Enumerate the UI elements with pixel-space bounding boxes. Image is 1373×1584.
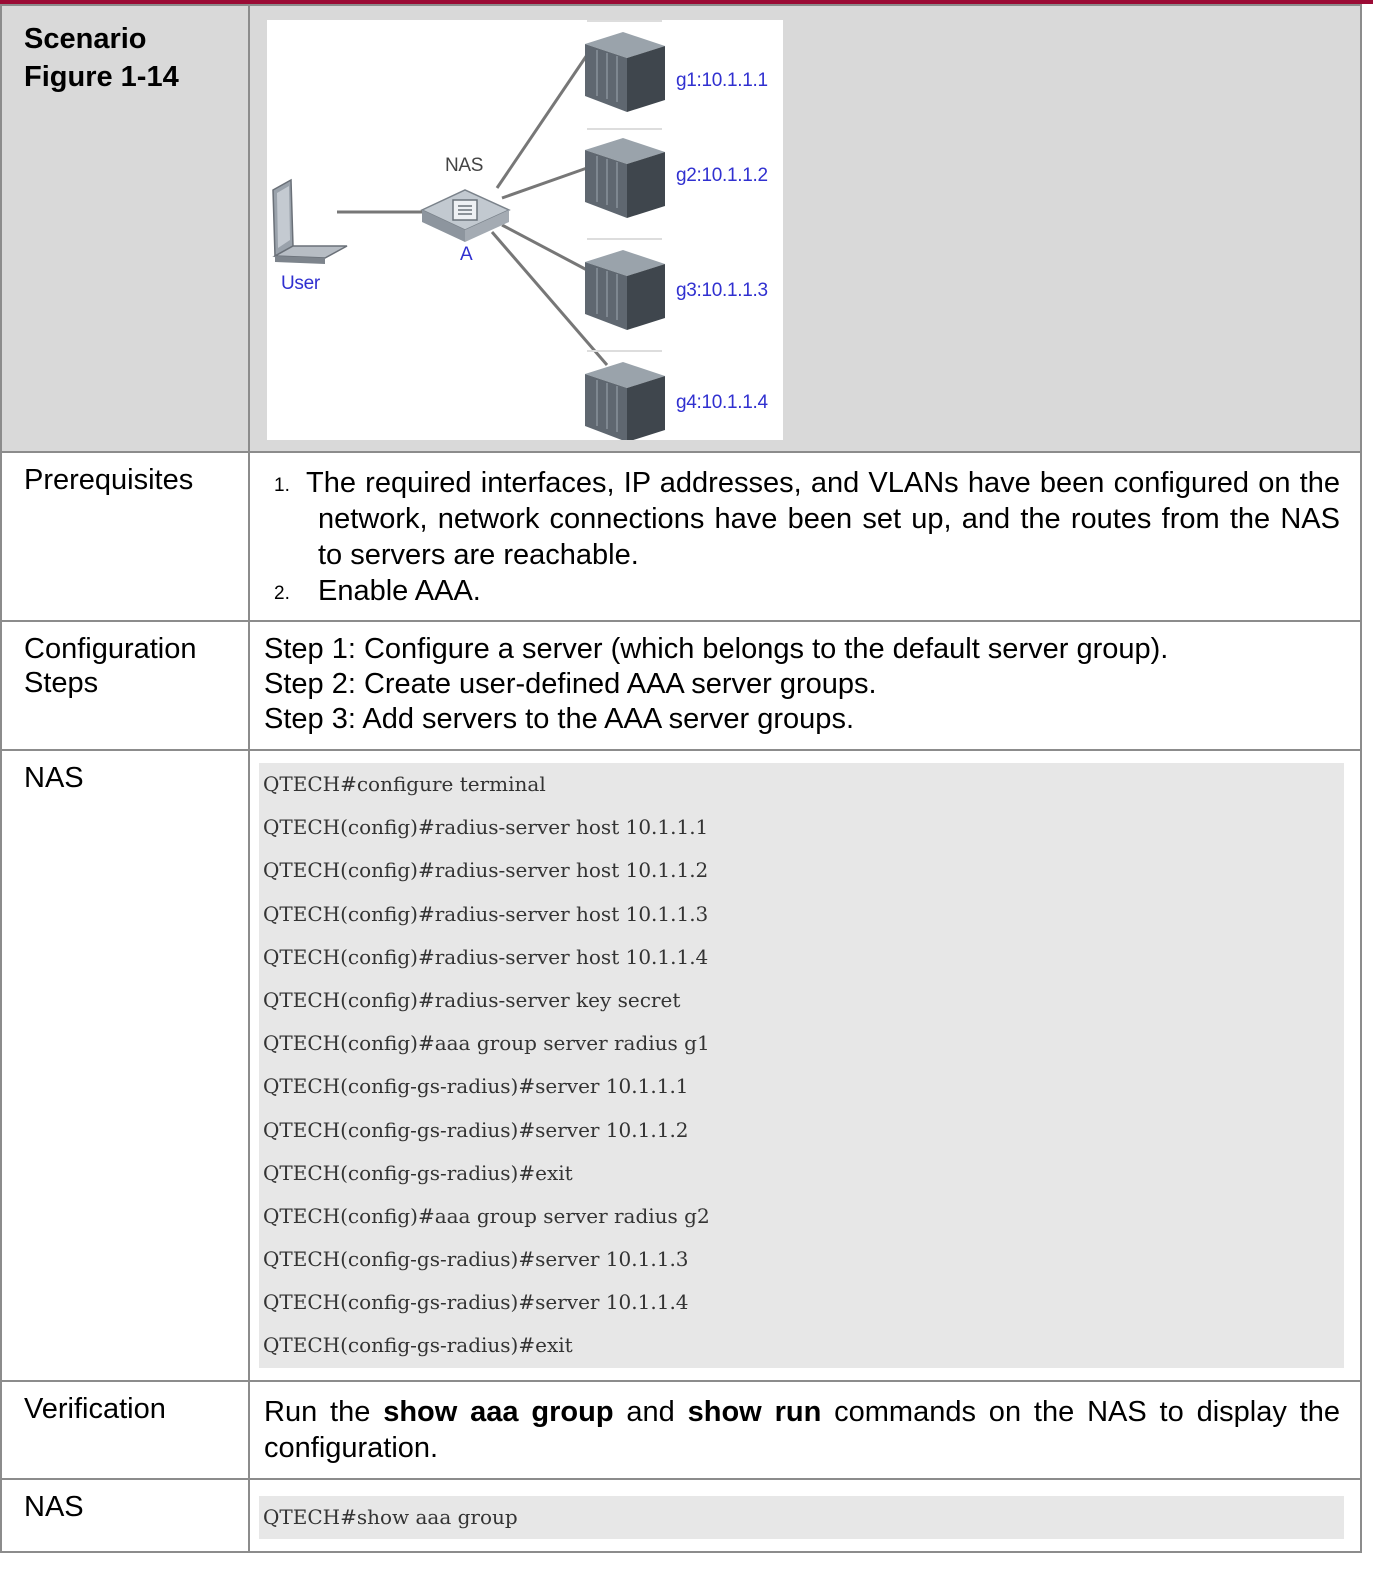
list-text: Enable AAA. bbox=[318, 575, 481, 607]
nas-verify-content: QTECH#show aaa group bbox=[248, 1477, 1362, 1553]
prerequisites-label: Prerequisites bbox=[0, 451, 250, 622]
verification-text-1: Run the bbox=[264, 1395, 384, 1428]
configuration-steps-label-line2: Steps bbox=[24, 667, 99, 699]
code-line: QTECH(config)#radius-server host 10.1.1.… bbox=[263, 944, 709, 969]
user-label: User bbox=[281, 273, 320, 294]
top-rule bbox=[0, 0, 1373, 4]
code-line: QTECH(config)#aaa group server radius g1 bbox=[263, 1031, 710, 1056]
code-line: QTECH(config-gs-radius)#exit bbox=[263, 1160, 573, 1185]
nas-config-label: NAS bbox=[0, 749, 250, 1382]
code-line: QTECH(config)#radius-server host 10.1.1.… bbox=[263, 901, 709, 926]
code-line: QTECH(config)#radius-server host 10.1.1.… bbox=[263, 858, 709, 883]
list-number: 1. bbox=[274, 475, 290, 496]
server-g1-label: g1:10.1.1.1 bbox=[676, 70, 768, 91]
list-item: 2. Enable AAA. bbox=[274, 573, 1340, 612]
topology-drawing bbox=[272, 20, 665, 440]
nas-config-code-block: QTECH#configure terminal QTECH(config)#r… bbox=[259, 763, 1344, 1368]
verification-text-3: commands on the NAS to display the confi… bbox=[264, 1395, 1340, 1464]
command-show-aaa-group: show aaa group bbox=[383, 1395, 614, 1428]
verification-content: Run the show aaa group and show run comm… bbox=[248, 1379, 1362, 1480]
code-line: QTECH(config)#radius-server key secret bbox=[263, 987, 681, 1012]
configuration-steps-row: Configuration Steps Step 1: Configure a … bbox=[0, 620, 1362, 751]
configuration-table: Scenario Figure 1-14 bbox=[0, 4, 1362, 1553]
code-line: QTECH#show aaa group bbox=[263, 1504, 518, 1529]
device-a-label: A bbox=[460, 244, 473, 265]
code-line: QTECH(config-gs-radius)#server 10.1.1.4 bbox=[263, 1290, 689, 1315]
link-nas-g1 bbox=[495, 54, 589, 189]
nas-verify-code-block: QTECH#show aaa group bbox=[259, 1495, 1344, 1539]
scenario-label: Scenario Figure 1-14 bbox=[0, 4, 250, 453]
step-item: Step 1: Configure a server (which belong… bbox=[264, 633, 1169, 665]
verification-label: Verification bbox=[0, 1379, 250, 1480]
scenario-label-line1: Scenario bbox=[24, 23, 147, 55]
list-text: The required interfaces, IP addresses, a… bbox=[306, 467, 1340, 571]
prerequisites-content: 1. The required interfaces, IP addresses… bbox=[248, 451, 1362, 622]
nas-config-content: QTECH#configure terminal QTECH(config)#r… bbox=[248, 749, 1362, 1382]
link-nas-g2 bbox=[501, 166, 588, 200]
network-topology-figure: User NAS A g1:10.1.1.1 g2:10.1.1.2 g3:10… bbox=[267, 20, 783, 440]
server-icon bbox=[585, 138, 665, 218]
scenario-label-line2: Figure 1-14 bbox=[24, 61, 179, 93]
nas-config-row: NAS QTECH#configure terminal QTECH(confi… bbox=[0, 749, 1362, 1382]
switch-icon bbox=[420, 189, 511, 242]
step-item: Step 2: Create user-defined AAA server g… bbox=[264, 668, 877, 700]
nas-verify-row: NAS QTECH#show aaa group bbox=[0, 1477, 1362, 1553]
link-nas-g3 bbox=[501, 223, 588, 272]
code-line: QTECH(config)#radius-server host 10.1.1.… bbox=[263, 815, 709, 840]
list-number: 2. bbox=[274, 583, 290, 604]
code-line: QTECH(config-gs-radius)#server 10.1.1.2 bbox=[263, 1117, 689, 1142]
code-line: QTECH#configure terminal bbox=[263, 772, 546, 796]
server-icon bbox=[585, 32, 665, 112]
prerequisites-list: 1. The required interfaces, IP addresses… bbox=[250, 453, 1360, 620]
verification-text: Run the show aaa group and show run comm… bbox=[250, 1382, 1360, 1478]
verification-row: Verification Run the show aaa group and … bbox=[0, 1379, 1362, 1480]
nas-verify-label: NAS bbox=[0, 1477, 250, 1553]
step-item: Step 3: Add servers to the AAA server gr… bbox=[264, 703, 854, 735]
code-line: QTECH(config-gs-radius)#server 10.1.1.3 bbox=[263, 1247, 689, 1272]
scenario-row: Scenario Figure 1-14 bbox=[0, 4, 1362, 453]
code-line: QTECH(config-gs-radius)#exit bbox=[263, 1333, 573, 1358]
server-g2-label: g2:10.1.1.2 bbox=[676, 165, 768, 186]
link-nas-g4 bbox=[490, 231, 609, 366]
laptop-icon bbox=[272, 178, 348, 264]
list-item: 1. The required interfaces, IP addresses… bbox=[274, 465, 1340, 573]
prerequisites-row: Prerequisites 1. The required interfaces… bbox=[0, 451, 1362, 622]
nas-label: NAS bbox=[445, 155, 484, 176]
command-show-run: show run bbox=[687, 1395, 822, 1428]
verification-text-2: and bbox=[613, 1395, 688, 1428]
configuration-steps-label-line1: Configuration bbox=[24, 633, 197, 665]
steps-list: Step 1: Configure a server (which belong… bbox=[250, 622, 1360, 749]
server-icon bbox=[585, 250, 665, 330]
configuration-steps-label: Configuration Steps bbox=[0, 620, 250, 751]
server-g4-label: g4:10.1.1.4 bbox=[676, 392, 768, 413]
code-line: QTECH(config)#aaa group server radius g2 bbox=[263, 1203, 710, 1228]
scenario-content: User NAS A g1:10.1.1.1 g2:10.1.1.2 g3:10… bbox=[248, 4, 1362, 453]
server-icon bbox=[585, 362, 665, 440]
server-g3-label: g3:10.1.1.3 bbox=[676, 280, 768, 301]
configuration-steps-content: Step 1: Configure a server (which belong… bbox=[248, 620, 1362, 751]
code-line: QTECH(config-gs-radius)#server 10.1.1.1 bbox=[263, 1074, 689, 1099]
